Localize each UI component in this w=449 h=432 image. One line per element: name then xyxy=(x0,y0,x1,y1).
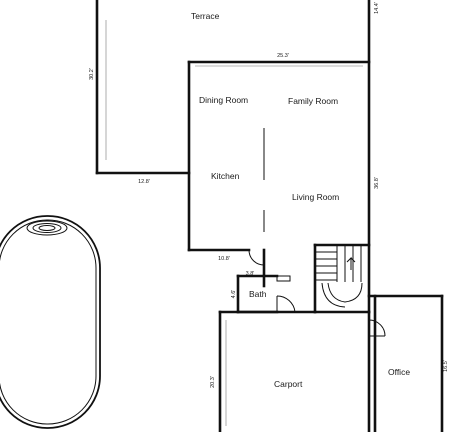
room-label-terrace: Terrace xyxy=(191,11,220,21)
dim-kitchen-bottom: 10.8' xyxy=(218,256,230,262)
staircase xyxy=(313,243,371,314)
main-house-walls xyxy=(187,0,371,314)
room-label-carport: Carport xyxy=(274,379,303,389)
room-label-family-room: Family Room xyxy=(288,96,338,106)
dim-bath-width: 3.8' xyxy=(246,271,255,277)
interior-partitions xyxy=(195,65,363,232)
terrace-walls xyxy=(95,0,191,175)
dim-terrace-bottom: 12.8' xyxy=(138,179,150,185)
room-label-dining-room: Dining Room xyxy=(199,95,248,105)
dim-office-right: 16.5' xyxy=(443,360,449,372)
dim-bath-height: 4.6' xyxy=(231,290,237,299)
swimming-pool xyxy=(0,215,101,429)
dim-top-width: 25.3' xyxy=(277,53,289,59)
office-walls xyxy=(367,294,444,432)
dim-terrace-left: 30.2' xyxy=(89,68,95,80)
dim-living-right: 36.8' xyxy=(374,177,380,189)
room-label-office: Office xyxy=(388,367,410,377)
room-label-living-room: Living Room xyxy=(292,192,339,202)
room-label-bath: Bath xyxy=(249,289,267,299)
room-label-kitchen: Kitchen xyxy=(211,171,240,181)
carport-walls xyxy=(218,310,371,432)
dim-terrace-right: 14.4' xyxy=(374,2,380,14)
door-swings xyxy=(248,249,386,337)
dim-carport-left: 20.3' xyxy=(210,376,216,388)
